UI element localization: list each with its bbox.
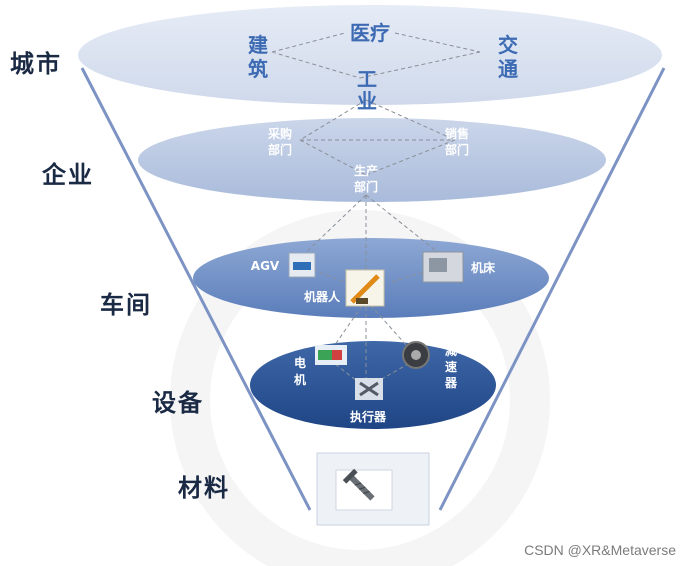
robot-label: 机器人: [304, 289, 341, 304]
motor-label-1: 电: [294, 355, 306, 370]
level-city-label: 城市: [10, 50, 62, 78]
level-enterprise-label: 企业: [42, 161, 94, 189]
actuator-icon: [355, 378, 383, 400]
city-industry-label-1: 工: [357, 67, 377, 91]
city-medical-label: 医疗: [350, 21, 390, 45]
city-disc: [78, 5, 662, 105]
robot-arm-icon: [345, 269, 385, 307]
reducer-label-2: 速: [445, 359, 457, 374]
machine-tool-label: 机床: [471, 260, 496, 275]
reducer-gear-icon: [402, 341, 430, 369]
sales-dept-label-1: 销售: [445, 126, 469, 141]
machine-tool-icon: [422, 251, 464, 283]
motor-label-2: 机: [294, 372, 306, 387]
city-construction-label-2: 筑: [248, 57, 268, 81]
connector-lines: [271, 32, 481, 389]
reducer-label-1: 减: [445, 343, 457, 358]
city-transport-label-1: 交: [498, 33, 518, 57]
purchasing-dept-label-1: 采购: [267, 126, 292, 141]
actuator-label: 执行器: [350, 409, 387, 424]
cone-right-edge: [438, 67, 666, 511]
agv-label: AGV: [251, 259, 280, 273]
screw-icon: [342, 468, 375, 501]
agv-icon: [288, 252, 316, 278]
level-material-label: 材料: [178, 474, 230, 502]
sales-dept-label-2: 部门: [445, 142, 469, 157]
city-industry-label-2: 业: [357, 89, 377, 113]
material-box: [316, 452, 430, 526]
city-construction-label-1: 建: [248, 33, 268, 57]
production-dept-label-1: 生产: [354, 163, 378, 178]
motor-icon: [315, 345, 347, 365]
city-transport-label-2: 通: [498, 57, 518, 81]
cone-left-edge: [80, 67, 312, 511]
level-equipment-label: 设备: [152, 389, 204, 417]
watermark-text: CSDN @XR&Metaverse: [524, 542, 676, 558]
reducer-label-3: 器: [444, 376, 458, 390]
enterprise-disc: [138, 118, 606, 202]
production-dept-label-2: 部门: [354, 179, 378, 194]
background-gear-icon: [170, 210, 550, 566]
purchasing-dept-label-2: 部门: [268, 142, 292, 157]
level-workshop-label: 车间: [100, 291, 152, 319]
